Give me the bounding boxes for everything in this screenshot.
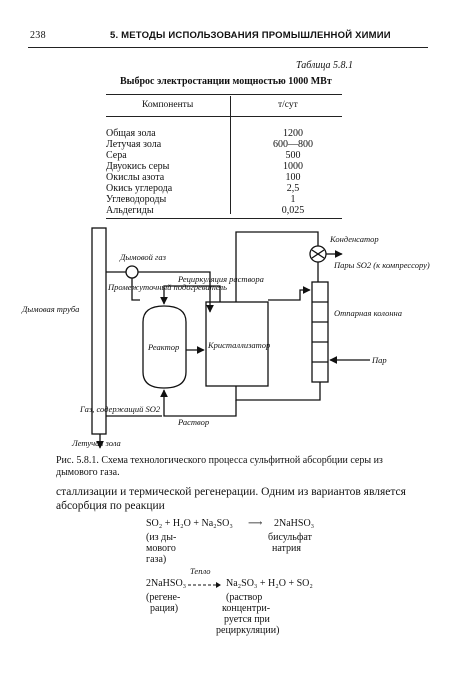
label-so2-vapor: Пары SO2 (к компрессору) — [333, 260, 430, 270]
stripping-column — [311, 281, 329, 383]
chimney — [91, 227, 107, 435]
reactor-vessel — [142, 305, 187, 389]
table-row-name: Сера — [106, 150, 127, 161]
table-number: Таблица 5.8.1 — [296, 60, 353, 71]
header-rule — [28, 47, 428, 48]
process-flow-diagram: Дымовая труба Дымовой газ Промежуточный … — [21, 227, 430, 449]
crystallizer-box — [205, 301, 269, 387]
eq2-note-right: (раствор — [226, 592, 263, 603]
eq1-note-left: мового — [146, 543, 176, 554]
table-row-name: Окись углерода — [106, 183, 173, 194]
table-column-divider — [230, 96, 231, 214]
eq2-arrow — [188, 582, 221, 588]
figure-caption: Рис. 5.8.1. Схема технологического проце… — [56, 455, 383, 478]
table-caption: Выброс электростанции мощностью 1000 МВт — [120, 76, 332, 87]
table-row-name: Окислы азота — [106, 172, 165, 183]
label-crystallizer: Кристаллизатор — [207, 340, 270, 350]
eq2-note-right: руется при — [224, 614, 270, 625]
label-solution: Раствор — [177, 417, 209, 427]
eq1-right: 2NaHSO₃ — [274, 518, 315, 529]
fan-icon — [125, 265, 139, 279]
eq1-note-left: (из ды- — [146, 532, 177, 543]
table-row-value: 2,5 — [286, 183, 300, 194]
table-row-value: 1 — [290, 194, 296, 205]
eq1-left: SO₂ + H₂O + Na₂SO₃ — [146, 518, 233, 529]
eq2-note-left: рация) — [150, 603, 179, 614]
page-number: 238 — [30, 30, 46, 41]
label-intermediate-heater: Промежуточный подогреватель — [107, 282, 227, 292]
table-row-value: 600—800 — [273, 139, 313, 150]
label-so2-gas: Газ, содержащий SO2 — [79, 404, 161, 414]
eq2-left: 2NaHSO₃ — [146, 578, 187, 589]
table-top-rule — [106, 94, 342, 95]
eq1-note-left: газа) — [146, 554, 167, 565]
label-flue-gas: Дымовой газ — [119, 252, 167, 262]
label-chimney: Дымовая труба — [21, 304, 79, 314]
eq2-note-right: рециркуляции) — [216, 625, 280, 636]
eq2-heat-label: Тепло — [190, 566, 211, 576]
running-title: 5. МЕТОДЫ ИСПОЛЬЗОВАНИЯ ПРОМЫШЛЕННОЙ ХИМ… — [110, 30, 391, 41]
table-row-name: Общая зола — [106, 128, 156, 139]
table-header-component: Компоненты — [142, 100, 194, 110]
label-ash: Летучая зола — [71, 438, 121, 448]
eq2-right: Na₂SO₃ + H₂O + SO₂ — [226, 578, 313, 589]
eq2-note-left: (регене- — [146, 592, 181, 603]
table-row-value: 100 — [285, 172, 301, 183]
table-row-name: Альдегиды — [106, 205, 154, 216]
label-recirculation: Рециркуляция раствора — [177, 274, 264, 284]
table-header-rule — [106, 116, 342, 117]
label-steam: Пар — [371, 355, 387, 365]
table-row-name: Углеводороды — [106, 194, 167, 205]
body-paragraph: сталлизации и термической регенерации. О… — [56, 486, 406, 512]
eq1-arrow: ⟶ — [248, 518, 263, 529]
table-header-unit: т/сут — [278, 100, 298, 110]
table-row-value: 500 — [285, 150, 301, 161]
table-row-name: Летучая зола — [106, 139, 162, 150]
label-reactor: Реактор — [147, 342, 179, 352]
eq1-note-right: бисульфат — [268, 532, 312, 543]
table-row-value: 0,025 — [281, 205, 305, 216]
eq2-note-right: концентри- — [222, 603, 271, 614]
label-stripping-column: Отпарная колонна — [334, 308, 402, 318]
table-row-value: 1000 — [283, 161, 303, 172]
label-condenser: Конденсатор — [329, 234, 379, 244]
eq1-note-right: натрия — [272, 543, 301, 554]
table-row-name: Двуокись серы — [106, 161, 170, 172]
table-bottom-rule — [106, 218, 342, 219]
table-row-value: 1200 — [283, 128, 303, 139]
